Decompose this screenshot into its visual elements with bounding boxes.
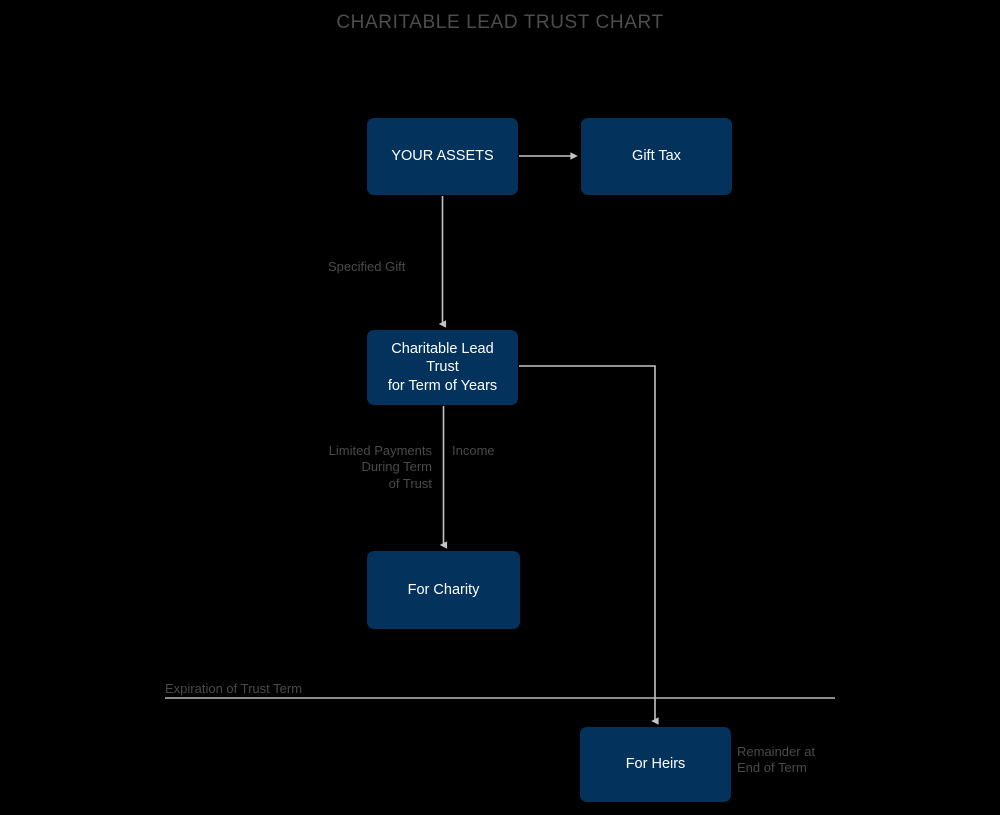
node-your-assets-label: YOUR ASSETS: [391, 148, 494, 165]
node-for-charity[interactable]: For Charity: [367, 551, 520, 629]
annotation-expiration-of-trust-term: Expiration of Trust Term: [165, 681, 303, 696]
edge-label-limited-payments: Limited Payments During Term of Trust: [328, 443, 432, 491]
page-title: CHARITABLE LEAD TRUST CHART: [336, 12, 664, 33]
edge-clt-to-heirs: [519, 365, 659, 725]
node-for-heirs-label: For Heirs: [625, 756, 686, 773]
annotation-remainder-at-end-of-term: Remainder at End of Term: [737, 744, 816, 776]
node-gift-tax-label: Gift Tax: [632, 148, 681, 165]
node-charitable-lead-trust[interactable]: Charitable Lead Trust for Term of Years: [367, 330, 518, 405]
node-your-assets[interactable]: YOUR ASSETS: [367, 118, 518, 195]
node-for-charity-label: For Charity: [407, 581, 480, 598]
edge-label-specified-gift: Specified Gift: [328, 259, 406, 274]
node-charitable-lead-trust-label: Charitable Lead Trust for Term of Years: [387, 340, 498, 394]
edge-label-income: Income: [452, 443, 495, 458]
node-for-heirs[interactable]: For Heirs: [580, 727, 731, 802]
node-gift-tax[interactable]: Gift Tax: [581, 118, 732, 195]
